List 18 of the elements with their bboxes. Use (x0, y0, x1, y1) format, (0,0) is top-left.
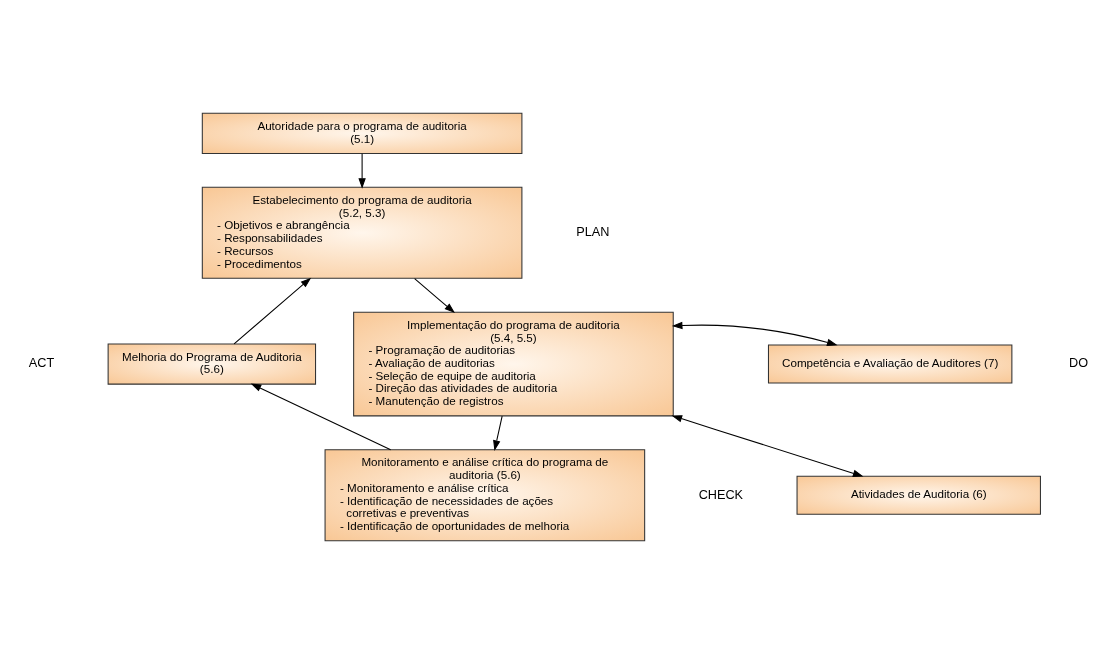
node-box: Competência e Avaliação de Auditores (7) (767, 344, 1013, 384)
arrow (493, 415, 503, 451)
node-box: Autoridade para o programa de auditoria (5.1) (201, 112, 523, 154)
arrow (414, 278, 455, 314)
label: DO (1069, 356, 1089, 371)
node-box: Implementação do programa de auditoria (5.4, 5.5) - Programação de auditorias - Avaliação de auditorias - Seleção de equipe de auditoria - Direção das atividades de auditoria - Manutenção de registros (353, 311, 674, 417)
arrow (671, 321, 838, 346)
label: ACT (28, 356, 55, 371)
arrow (358, 153, 366, 189)
arrow (671, 415, 864, 477)
label: PLAN (576, 225, 610, 240)
arrow (250, 383, 392, 451)
label: CHECK (698, 487, 744, 502)
node-box: Estabelecimento do programa de auditoria (5.2, 5.3) - Objetivos e abrangência - Responsabilidades - Recursos - Procedimentos (201, 186, 523, 279)
node-box: Atividades de Auditoria (6) (796, 475, 1041, 515)
node-box: Melhoria do Programa de Auditoria (5.6) (107, 343, 317, 385)
arrow (233, 277, 312, 345)
node-box: Monitoramento e análise crítica do programa de auditoria (5.6) - Monitoramento e análise crítica - Identificação de necessidades de ações corretivas e preventivas - Identificação de oportunidades de melhoria (324, 449, 646, 542)
